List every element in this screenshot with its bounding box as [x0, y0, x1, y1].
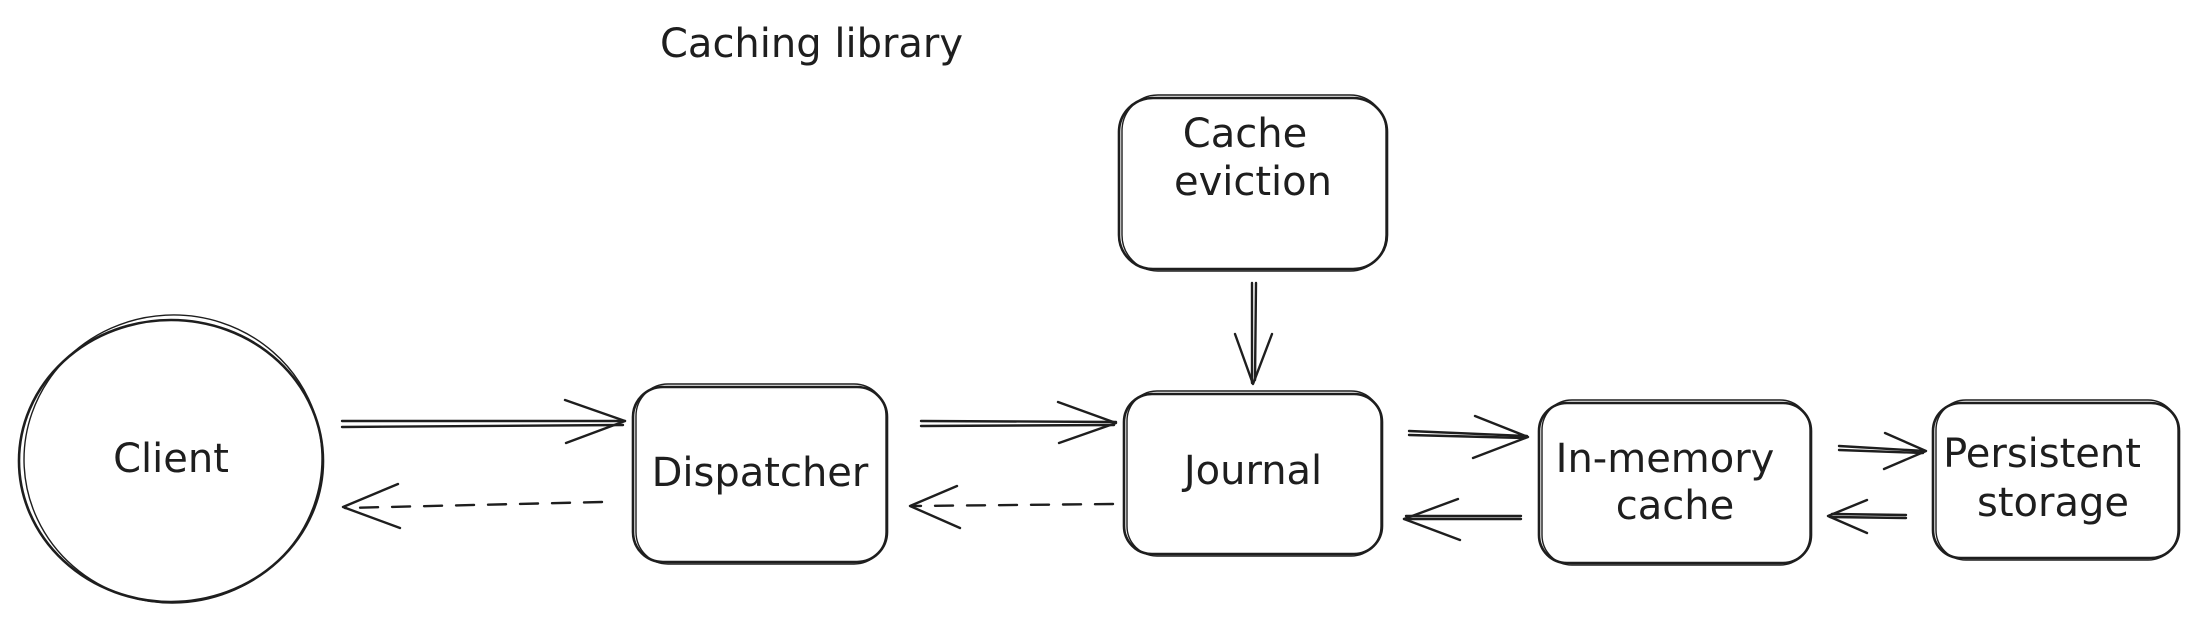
node-cache-eviction-line-2: eviction: [1174, 159, 1332, 205]
node-client[interactable]: Client: [17, 307, 330, 610]
node-cache-eviction-line-1: Cache: [1183, 111, 1307, 157]
edge-persistent-storage-to-in-memory-cache: [1826, 498, 1908, 535]
node-persistent-storage[interactable]: Persistent storage: [1931, 399, 2181, 561]
node-persistent-storage-line-1: Persistent: [1943, 431, 2141, 477]
diagram-title: Caching library: [660, 21, 963, 67]
edge-in-memory-cache-to-persistent-storage: [1837, 431, 1928, 471]
node-dispatcher[interactable]: Dispatcher: [631, 383, 889, 565]
edge-cache-eviction-to-journal: [1233, 281, 1274, 386]
node-in-memory-cache-line-2: cache: [1616, 483, 1734, 529]
node-persistent-storage-line-2: storage: [1977, 480, 2129, 526]
edge-client-to-dispatcher: [340, 398, 627, 445]
node-journal-label: Journal: [1181, 448, 1322, 494]
node-dispatcher-label: Dispatcher: [652, 450, 869, 496]
edge-dispatcher-to-client: [341, 482, 604, 530]
edge-journal-to-in-memory-cache: [1407, 414, 1530, 460]
node-in-memory-cache[interactable]: In-memory cache: [1537, 399, 1813, 566]
edge-in-memory-cache-to-journal: [1402, 497, 1523, 542]
node-journal[interactable]: Journal: [1122, 390, 1384, 557]
edge-journal-to-dispatcher: [908, 484, 1115, 530]
node-cache-eviction[interactable]: Cache eviction: [1117, 94, 1389, 272]
node-in-memory-cache-line-1: In-memory: [1556, 436, 1775, 482]
node-client-label: Client: [113, 436, 229, 482]
edge-dispatcher-to-journal: [919, 400, 1118, 445]
